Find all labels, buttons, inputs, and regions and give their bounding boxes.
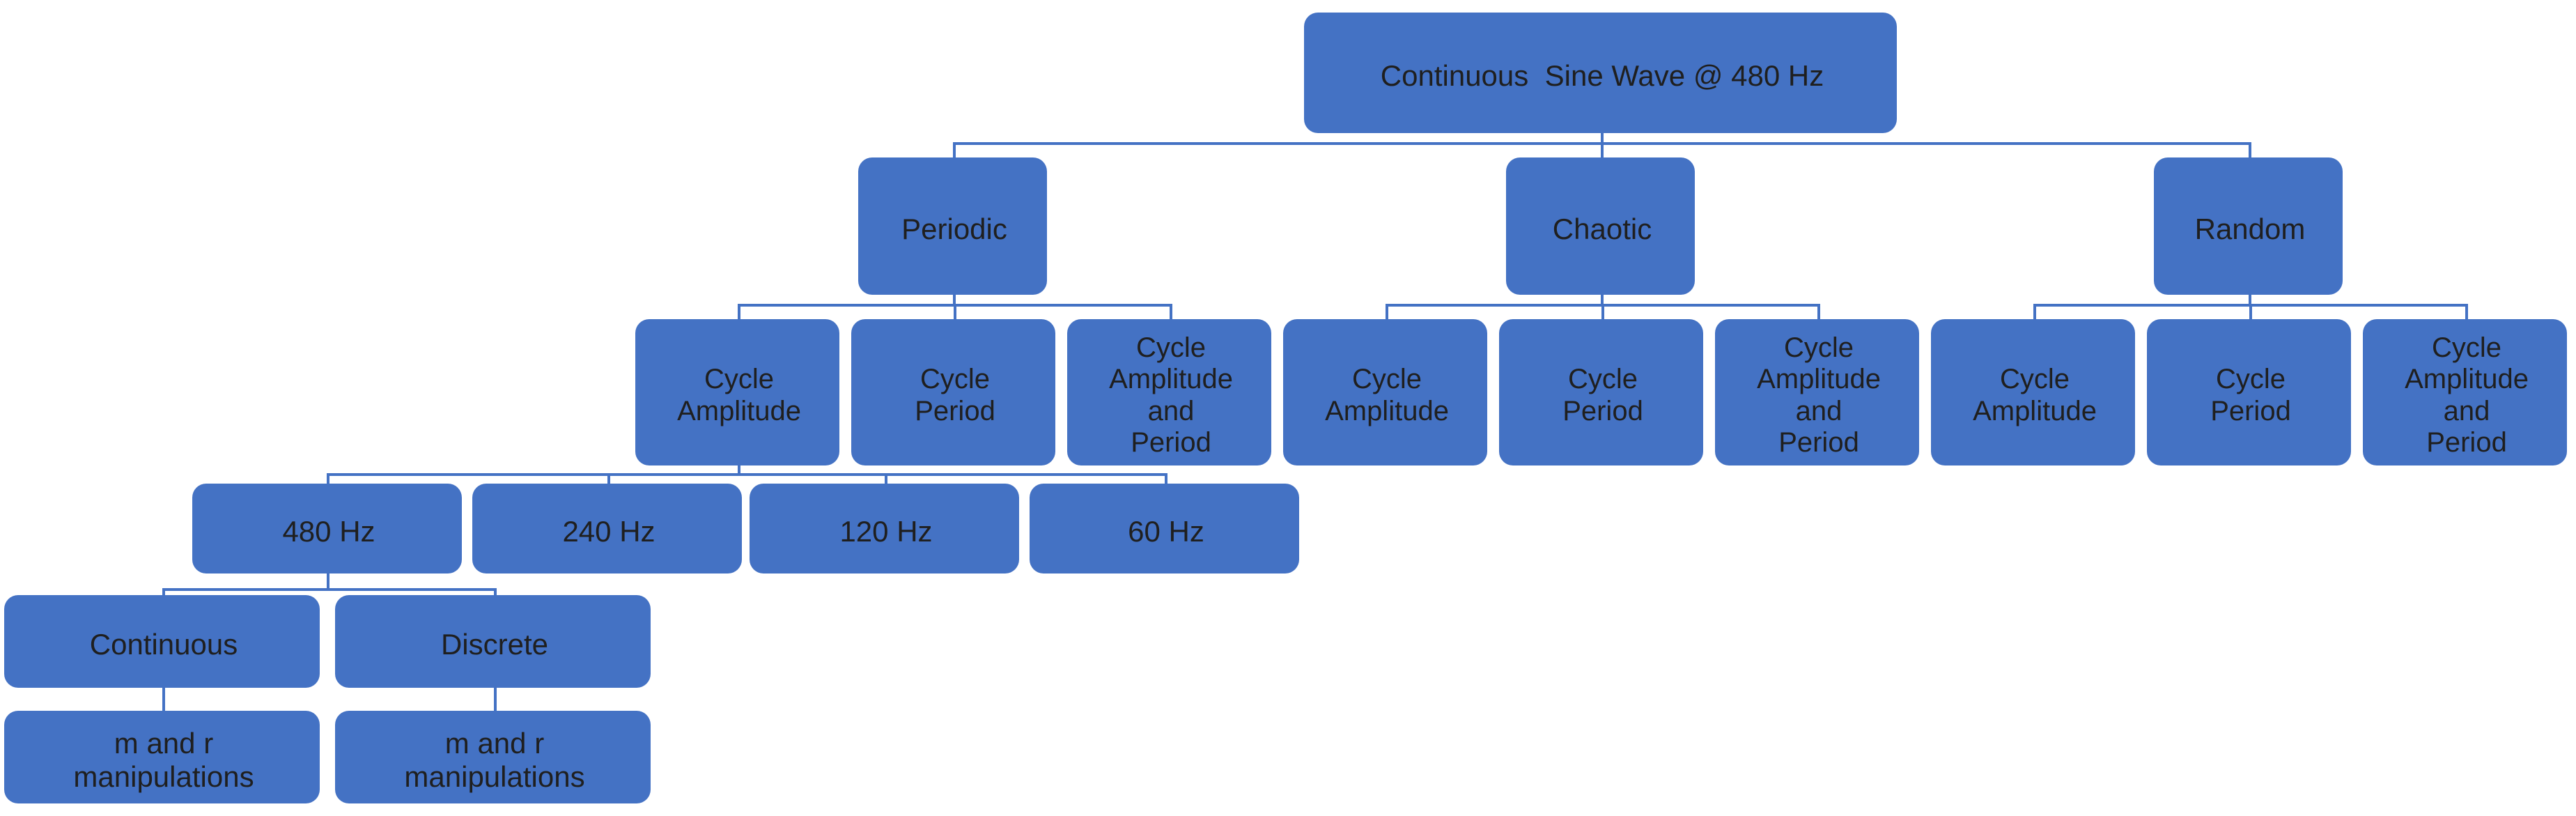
node-chaotic-cycle-amplitude-and-period: Cycle Amplitude and Period [1715,319,1919,465]
node-discrete-manipulations: m and r manipulations [335,711,651,803]
connector-discrete-stem [494,686,497,722]
node-chaotic-cycle-period-label: Cycle Period [1562,364,1646,426]
node-chaotic-cycle-amplitude-label: Cycle Amplitude [1325,364,1449,426]
node-discrete-label: Discrete [440,627,549,661]
node-continuous-manipulations-label: m and r manipulations [73,726,254,793]
connector-chaotic-drop-2 [1601,304,1604,330]
connector-480hz-stem [327,571,329,591]
node-chaotic-label: Chaotic [1552,212,1652,245]
node-120hz-label: 120 Hz [839,514,933,548]
node-random-label: Random [2194,212,2306,245]
node-discrete-manipulations-label: m and r manipulations [404,726,585,793]
connector-random-drop-3 [2465,304,2468,330]
node-discrete: Discrete [335,595,651,688]
node-random-cycle-amplitude-and-period: Cycle Amplitude and Period [2363,319,2567,465]
node-continuous-label: Continuous [89,627,238,661]
node-chaotic-cycle-amplitude-and-period-label: Cycle Amplitude and Period [1757,332,1889,458]
connector-cycle-amplitude-stem [738,462,740,476]
connector-signal-form-bar [162,588,497,591]
node-480hz-label: 480 Hz [282,514,375,548]
connector-random-stem [2249,293,2251,307]
connector-periodic-drop-1 [738,304,740,330]
connector-continuous-stem [162,686,165,722]
node-periodic-cycle-period-label: Cycle Period [915,364,998,426]
connector-periodic-drop-3 [1170,304,1172,330]
connector-level1-drop-chaotic [1601,142,1604,169]
connector-periodic-stem [953,293,956,307]
connector-root-stem [1601,130,1604,144]
connector-chaotic-stem [1601,293,1604,307]
node-chaotic-cycle-amplitude: Cycle Amplitude [1283,319,1487,465]
connector-random-drop-1 [2033,304,2036,330]
node-random-cycle-period: Cycle Period [2147,319,2351,465]
connector-chaotic-drop-1 [1386,304,1388,330]
connector-periodic-drop-2 [954,304,956,330]
node-periodic-cycle-period: Cycle Period [851,319,1055,465]
node-120hz: 120 Hz [750,484,1019,573]
node-240hz: 240 Hz [472,484,742,573]
connector-random-drop-2 [2249,304,2252,330]
node-periodic-cycle-amplitude-and-period: Cycle Amplitude and Period [1067,319,1271,465]
connector-frequency-bar [327,473,1167,476]
node-60hz-label: 60 Hz [1128,514,1204,548]
node-root-label: Continuous Sine Wave @ 480 Hz [1380,59,1824,92]
node-continuous: Continuous [4,595,320,688]
node-chaotic: Chaotic [1506,157,1695,295]
node-periodic-cycle-amplitude-and-period-label: Cycle Amplitude and Period [1109,332,1241,458]
node-continuous-manipulations: m and r manipulations [4,711,320,803]
node-periodic-cycle-amplitude: Cycle Amplitude [635,319,839,465]
connector-level1-drop-periodic [953,142,956,169]
node-random-cycle-amplitude: Cycle Amplitude [1931,319,2135,465]
connector-level1-drop-random [2249,142,2251,169]
node-random-cycle-amplitude-label: Cycle Amplitude [1973,364,2097,426]
node-240hz-label: 240 Hz [562,514,655,548]
node-periodic: Periodic [858,157,1047,295]
node-480hz: 480 Hz [192,484,462,573]
connector-chaotic-drop-3 [1817,304,1820,330]
node-60hz: 60 Hz [1030,484,1299,573]
node-periodic-label: Periodic [901,212,1007,245]
node-periodic-cycle-amplitude-label: Cycle Amplitude [677,364,801,426]
node-random-cycle-amplitude-and-period-label: Cycle Amplitude and Period [2405,332,2537,458]
node-random: Random [2154,157,2343,295]
node-chaotic-cycle-period: Cycle Period [1499,319,1703,465]
node-random-cycle-period-label: Cycle Period [2210,364,2294,426]
node-root: Continuous Sine Wave @ 480 Hz [1304,13,1897,133]
